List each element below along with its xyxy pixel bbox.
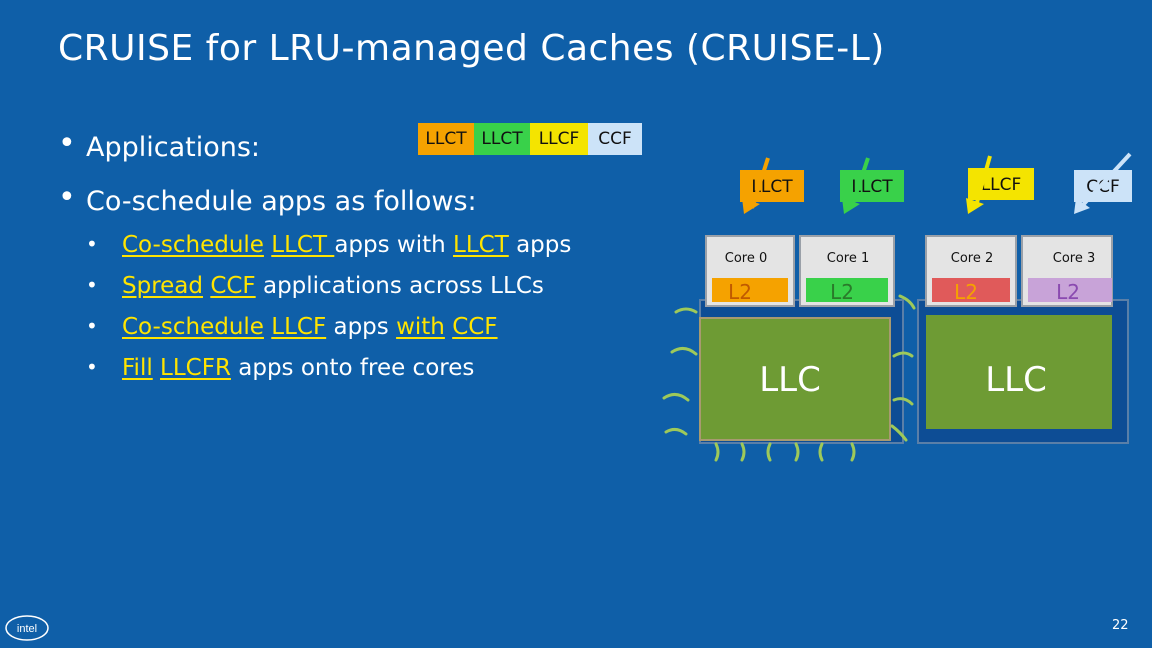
app-llcf-label: LLCF [981,175,1022,195]
app-legend: LLCT LLCT LLCF CCF [418,123,642,155]
bullet-text: Co-schedule apps as follows: [86,186,477,217]
page-number: 22 [1112,618,1129,633]
arrow-head-icon [742,198,760,214]
app-llcf: LLCF [966,155,1034,214]
legend-llct-orange: LLCT [418,123,474,155]
plain-text: apps [508,232,572,258]
thrash-squiggles [662,294,916,462]
sub-bullet-dot: • [86,273,98,297]
llc-left [699,317,891,441]
sub-bullet-text: Fill LLCFR apps onto free cores [122,355,474,381]
highlight-text: LLCT [453,232,509,258]
highlight-text: Spread [122,273,203,299]
arrow-icon [750,157,770,209]
arrow-icon [1080,152,1132,208]
sub-bullet-dot: • [86,355,98,379]
sub-bullet-dot: • [86,232,98,256]
core-1-label: Core 1 [827,251,870,266]
highlight-text: Fill [122,355,153,381]
legend-llct-green: LLCT [474,123,530,155]
l2-3-label: L2 [1056,280,1080,304]
plain-text: apps [326,314,397,340]
plain-text: apps with [334,232,454,258]
highlight-text: CCF [210,273,256,299]
core-0-label: Core 0 [725,251,768,266]
bullet-dot: • [58,180,76,215]
highlight-text: LLCF [271,314,327,340]
arrow-head-icon [842,198,860,214]
svg-text:intel: intel [17,623,37,635]
l2-1-label: L2 [830,280,854,304]
sub-bullet-text: Co-schedule LLCT apps with LLCT apps [122,232,571,258]
legend-llcf: LLCF [530,123,588,155]
highlight-text: LLCT [271,232,335,258]
l2-0-label: L2 [728,280,752,304]
l2-3 [1028,278,1112,302]
core-0: Core 0 L2 [705,235,795,307]
l2-1 [806,278,888,302]
l2-0 [712,278,788,302]
highlight-text: CCF [452,314,498,340]
l2-2 [932,278,1010,302]
bullet-text: Applications: [86,132,261,163]
arrow-head-icon [1074,198,1090,214]
highlight-text: with [396,314,445,340]
intel-logo-icon: intel [5,615,49,641]
sub-bullet-text: Spread CCF applications across LLCs [122,273,544,299]
plain-text: applications across LLCs [255,273,544,299]
slide-title: CRUISE for LRU-managed Caches (CRUISE-L) [58,28,885,69]
llc-label-left: LLC [759,360,821,400]
app-llct-orange: LLCT [740,157,804,214]
bullet-dot: • [58,126,76,161]
arrow-head-icon [966,198,984,214]
highlight-text: LLCFR [160,355,231,381]
sub-bullet-text: Co-schedule LLCF apps with CCF [122,314,498,340]
core-3: Core 3 L2 [1021,235,1113,307]
llc-right [926,315,1112,429]
app-llct-green: LLCT [840,157,904,214]
plain-text: apps onto free cores [230,355,475,381]
llc-label-right: LLC [985,360,1047,400]
sub-bullet-dot: • [86,314,98,338]
arrow-icon [850,157,870,207]
core-1: Core 1 L2 [799,235,895,307]
legend-ccf: CCF [588,123,642,155]
highlight-text: Co-schedule [122,314,264,340]
app-ccf: CCF [1074,152,1132,214]
l2-2-label: L2 [954,280,978,304]
arrow-icon [974,155,992,207]
highlight-text: Co-schedule [122,232,264,258]
core-3-label: Core 3 [1053,251,1096,266]
core-2: Core 2 L2 [925,235,1017,307]
core-2-label: Core 2 [951,251,994,266]
